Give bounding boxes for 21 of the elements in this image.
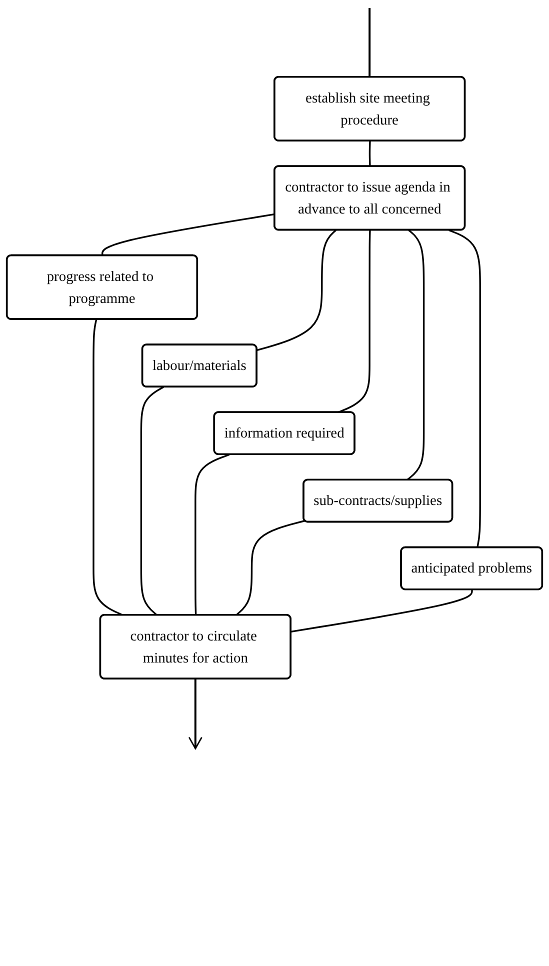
connector-line <box>140 386 164 616</box>
process-box: anticipated problems <box>400 546 544 590</box>
connector-line <box>448 229 481 548</box>
process-box: contractor to circulate minutes for action <box>99 614 292 680</box>
connector-line <box>406 230 425 481</box>
process-box: establish site meeting procedure <box>274 76 466 142</box>
connector-line <box>92 319 124 616</box>
process-box: labour/materials <box>141 344 258 388</box>
connector-line <box>256 230 336 352</box>
process-box: progress related to programme <box>6 254 198 320</box>
connector-line <box>236 520 306 616</box>
connector-line <box>338 230 371 414</box>
process-box: information required <box>213 411 356 456</box>
connector-line <box>102 213 275 256</box>
connector-line <box>290 590 473 633</box>
process-box: contractor to issue agenda in advance to all concerned <box>274 165 466 231</box>
process-box: sub-contracts/supplies <box>302 478 454 523</box>
connector-line <box>368 8 371 77</box>
connector-line <box>368 140 371 166</box>
connector-line <box>194 454 230 616</box>
arrow <box>188 678 202 750</box>
